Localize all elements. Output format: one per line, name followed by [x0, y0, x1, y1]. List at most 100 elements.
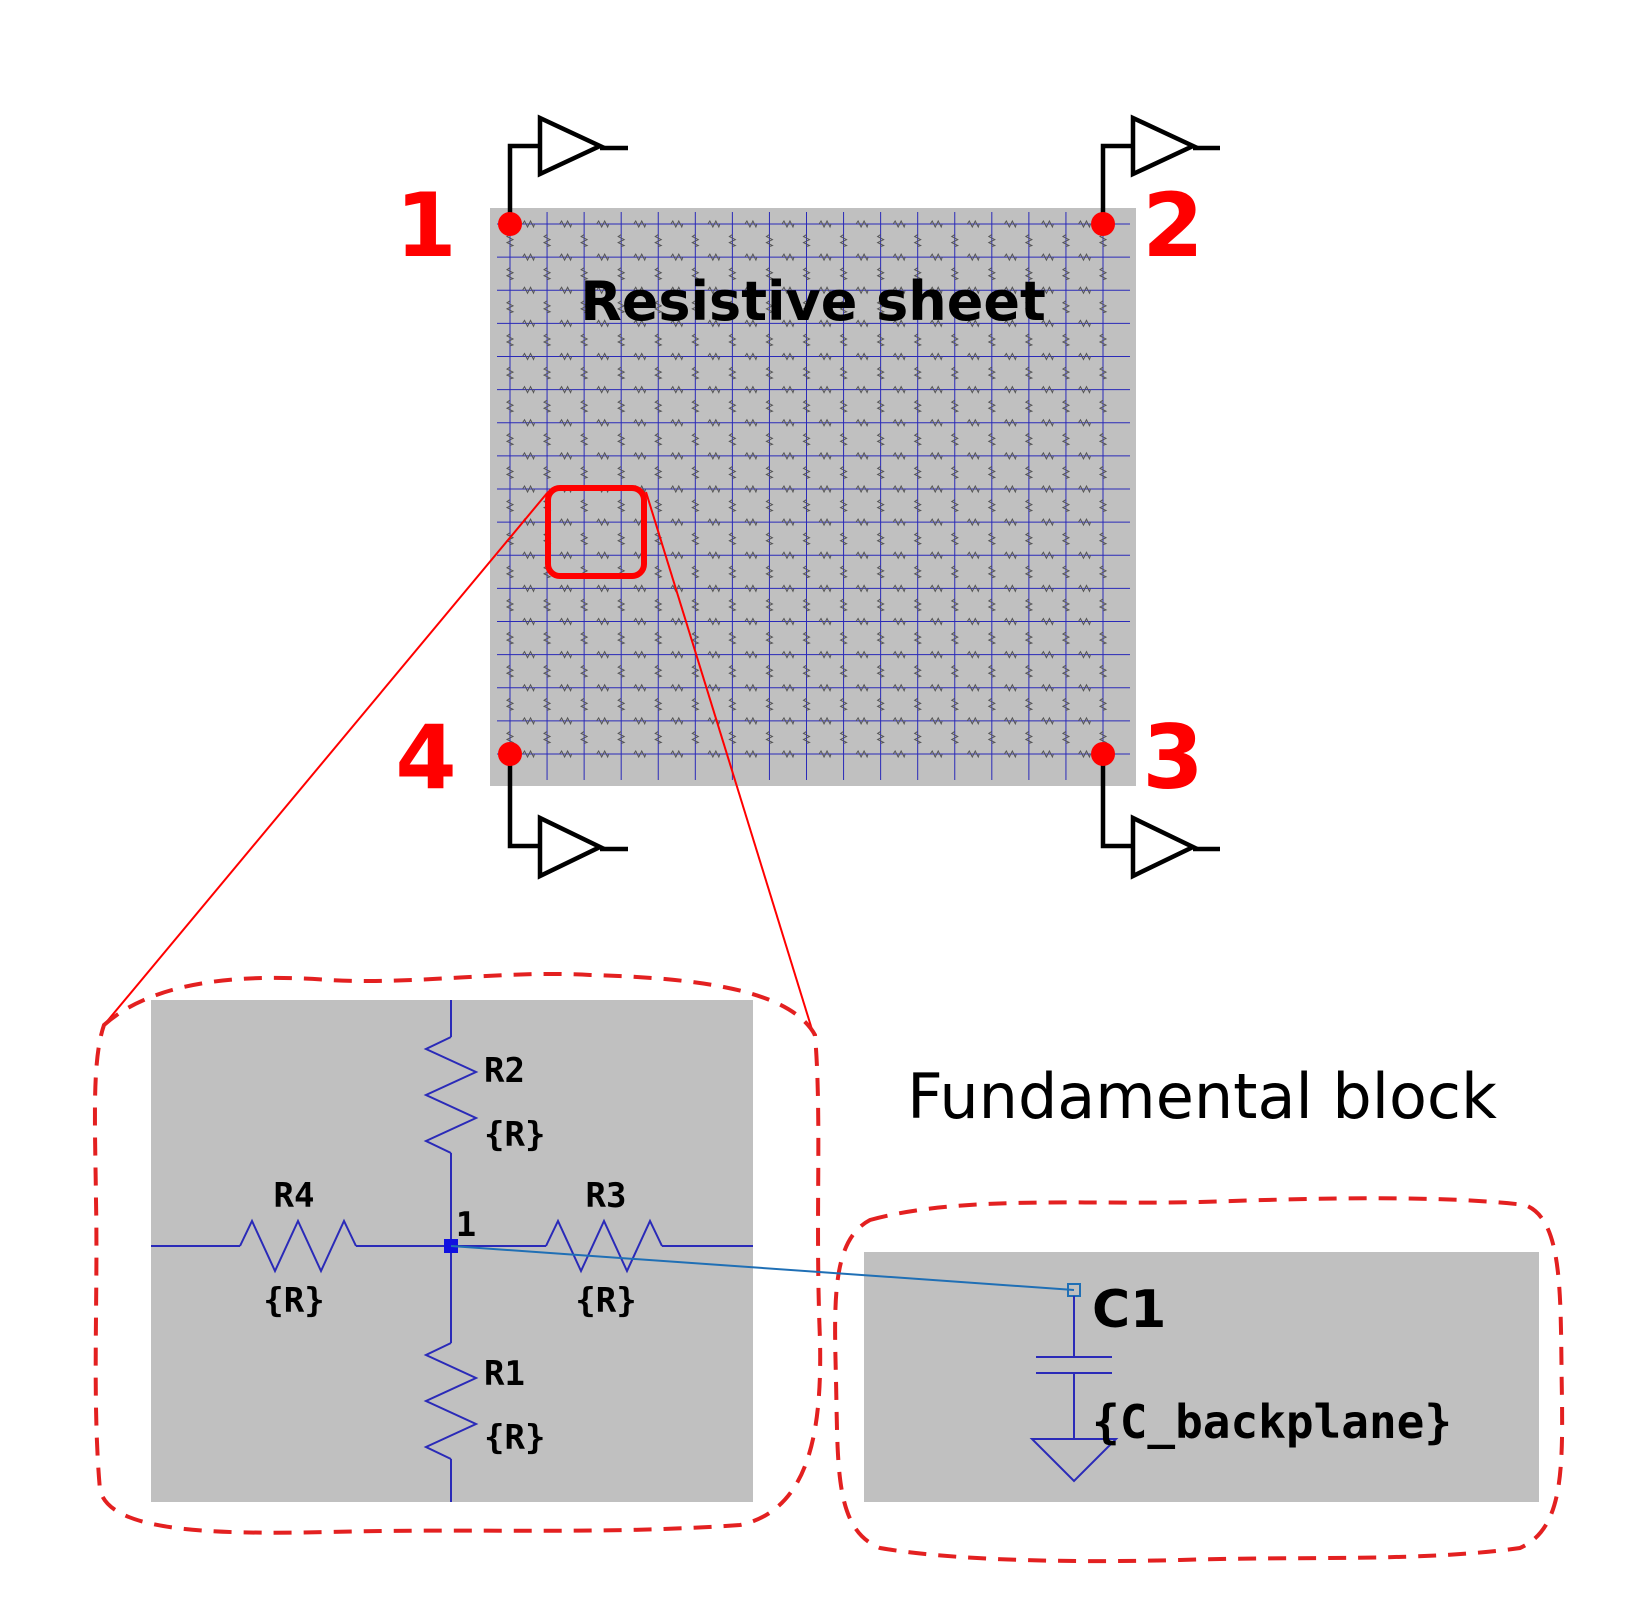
sheet-mesh-resistor — [744, 749, 758, 759]
corner-label-2: 2 — [1142, 174, 1203, 277]
sheet-mesh-resistor — [929, 352, 943, 361]
sheet-mesh-resistor — [505, 598, 515, 612]
sheet-mesh-resistor — [707, 518, 721, 527]
sheet-mesh-resistor — [839, 532, 848, 546]
sheet-mesh-resistor — [987, 664, 997, 678]
sheet-mesh-resistor — [542, 267, 552, 281]
sheet-mesh-resistor — [542, 466, 552, 479]
corner-dot-3 — [1091, 742, 1115, 766]
sheet-mesh-resistor — [1078, 716, 1091, 726]
sheet-mesh-resistor — [691, 234, 700, 248]
sheet-mesh-resistor — [987, 234, 997, 248]
sheet-mesh-resistor — [765, 234, 774, 248]
resistor-r3-name: R3 — [586, 1176, 627, 1216]
sheet-mesh-resistor — [913, 267, 922, 281]
sheet-mesh-resistor — [765, 333, 774, 347]
sheet-mesh-resistor — [542, 565, 552, 579]
sheet-mesh-resistor — [839, 432, 848, 446]
sheet-mesh-resistor — [691, 466, 700, 479]
sheet-mesh-resistor — [913, 664, 922, 678]
sheet-mesh-resistor — [691, 565, 700, 579]
sheet-mesh-resistor — [654, 432, 663, 446]
sheet-mesh-resistor — [670, 253, 684, 262]
sheet-mesh-resistor — [913, 234, 922, 248]
sheet-mesh-resistor — [617, 333, 626, 347]
sheet-mesh-resistor — [654, 234, 663, 248]
sheet-mesh-resistor — [950, 300, 960, 314]
zoom-highlight-box — [545, 485, 647, 579]
sheet-mesh-resistor — [1040, 617, 1054, 626]
sheet-mesh-resistor — [744, 551, 758, 560]
sheet-mesh-resistor — [1003, 551, 1017, 560]
sheet-mesh-resistor — [728, 300, 737, 314]
sheet-mesh-resistor — [818, 484, 832, 494]
sheet-mesh-resistor — [670, 319, 684, 328]
corner-label-4: 4 — [395, 706, 456, 809]
sheet-mesh-resistor — [522, 219, 536, 229]
resistor-r4-value: {R} — [263, 1281, 324, 1321]
sheet-mesh-resistor — [580, 366, 589, 380]
sheet-mesh-resistor — [987, 399, 997, 413]
sheet-mesh-resistor — [1003, 319, 1017, 328]
sheet-mesh-resistor — [966, 749, 980, 759]
sheet-mesh-resistor — [1078, 352, 1091, 361]
sheet-mesh-resistor — [1024, 432, 1034, 446]
sheet-mesh-resistor — [929, 484, 943, 494]
sheet-mesh-resistor — [522, 418, 536, 428]
sheet-mesh-resistor — [596, 716, 610, 726]
sheet-mesh-resistor — [892, 451, 906, 461]
sheet-mesh-resistor — [1040, 418, 1054, 428]
sheet-mesh-resistor — [728, 532, 737, 546]
sheet-mesh-resistor — [966, 253, 980, 262]
sheet-mesh-resistor — [596, 584, 610, 593]
sheet-mesh-resistor — [654, 366, 663, 380]
sheet-mesh-resistor — [707, 319, 721, 328]
sheet-mesh-resistor — [966, 518, 980, 527]
sheet-mesh-resistor — [1098, 664, 1108, 678]
sheet-mesh-resistor — [522, 319, 536, 328]
sheet-mesh-resistor — [1003, 286, 1017, 295]
sheet-mesh-resistor — [1061, 697, 1071, 711]
sheet-mesh-resistor — [596, 286, 610, 295]
sheet-mesh-resistor — [522, 749, 536, 759]
capacitor-c1-name: C1 — [1092, 1280, 1166, 1340]
sheet-mesh-resistor — [966, 650, 980, 659]
sheet-mesh-resistor — [781, 286, 795, 295]
sheet-mesh-resistor — [1003, 749, 1017, 759]
resistor-r3-value: {R} — [575, 1281, 636, 1321]
sheet-mesh-resistor — [542, 664, 552, 678]
sheet-mesh-resistor — [802, 466, 811, 479]
sheet-mesh-resistor — [505, 366, 515, 380]
sheet-mesh-resistor — [744, 253, 758, 262]
sheet-mesh-resistor — [505, 300, 515, 314]
sheet-mesh-resistor — [744, 286, 758, 295]
sheet-mesh-resistor — [966, 319, 980, 328]
sheet-mesh-resistor — [818, 650, 832, 659]
sheet-mesh-resistor — [950, 366, 960, 380]
sheet-mesh-resistor — [1098, 697, 1108, 711]
zoom-line-right — [645, 491, 815, 1037]
sheet-mesh-resistor — [818, 683, 832, 693]
sheet-mesh-resistor — [966, 418, 980, 428]
sheet-mesh-resistor — [1040, 683, 1054, 693]
sheet-mesh-resistor — [818, 219, 832, 229]
sheet-mesh-resistor — [617, 731, 626, 744]
sheet-mesh-resistor — [929, 253, 943, 262]
sheet-mesh-resistor — [691, 598, 700, 612]
sheet-mesh-resistor — [1024, 499, 1034, 513]
sheet-mesh-resistor — [633, 253, 647, 262]
sheet-mesh-resistor — [633, 385, 647, 394]
corner-label-3: 3 — [1142, 706, 1203, 809]
sheet-mesh-resistor — [744, 716, 758, 726]
sheet-mesh-resistor — [707, 484, 721, 494]
capacitor-block-panel — [864, 1252, 1539, 1502]
sheet-mesh-resistor — [1078, 617, 1091, 626]
sheet-mesh-resistor — [1078, 418, 1091, 428]
sheet-mesh-resistor — [617, 466, 626, 479]
sheet-mesh-resistor — [505, 234, 515, 248]
sheet-mesh-resistor — [691, 532, 700, 546]
sheet-mesh-resistor — [913, 532, 922, 546]
sheet-mesh-resistor — [1024, 466, 1034, 479]
sheet-mesh-resistor — [876, 532, 885, 546]
sheet-mesh-resistor — [691, 631, 700, 645]
